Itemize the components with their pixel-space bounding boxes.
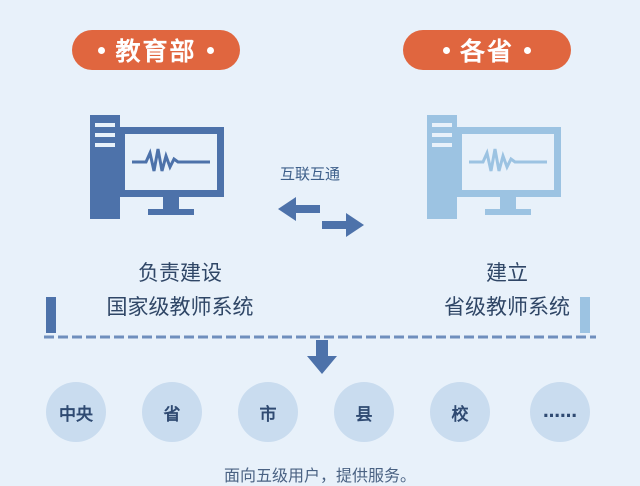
level-city: 市 <box>238 382 298 442</box>
level-county: 县 <box>334 382 394 442</box>
national-computer-icon <box>90 115 224 219</box>
bullet-dot <box>98 46 106 54</box>
bullet-dot <box>206 46 214 54</box>
national-caption: 负责建设 国家级教师系统 <box>80 256 280 324</box>
bullet-dot <box>524 46 531 54</box>
level-more: …… <box>530 382 590 442</box>
caption-line: 省级教师系统 <box>444 295 570 319</box>
divider-dashed-line <box>44 335 596 339</box>
provincial-computer-icon <box>427 115 561 219</box>
exchange-arrows-icon <box>278 197 364 237</box>
exchange-label: 互联互通 <box>280 165 341 183</box>
level-school: 校 <box>430 382 490 442</box>
down-arrow-icon <box>307 340 337 374</box>
ministry-badge: 教育部 <box>72 30 240 70</box>
provinces-badge: 各省 <box>403 30 571 70</box>
caption-line: 建立 <box>486 261 528 285</box>
caption-line: 国家级教师系统 <box>106 295 254 319</box>
provinces-label: 各省 <box>459 37 514 66</box>
left-bracket-bar <box>46 297 56 333</box>
provincial-caption: 建立 省级教师系统 <box>407 256 607 324</box>
bullet-dot <box>442 46 450 54</box>
ministry-label: 教育部 <box>115 37 197 66</box>
right-bracket-bar <box>580 297 590 333</box>
level-central: 中央 <box>46 382 106 442</box>
caption-line: 负责建设 <box>138 261 222 285</box>
level-province: 省 <box>142 382 202 442</box>
footer-text: 面向五级用户，提供服务。 <box>223 466 416 485</box>
